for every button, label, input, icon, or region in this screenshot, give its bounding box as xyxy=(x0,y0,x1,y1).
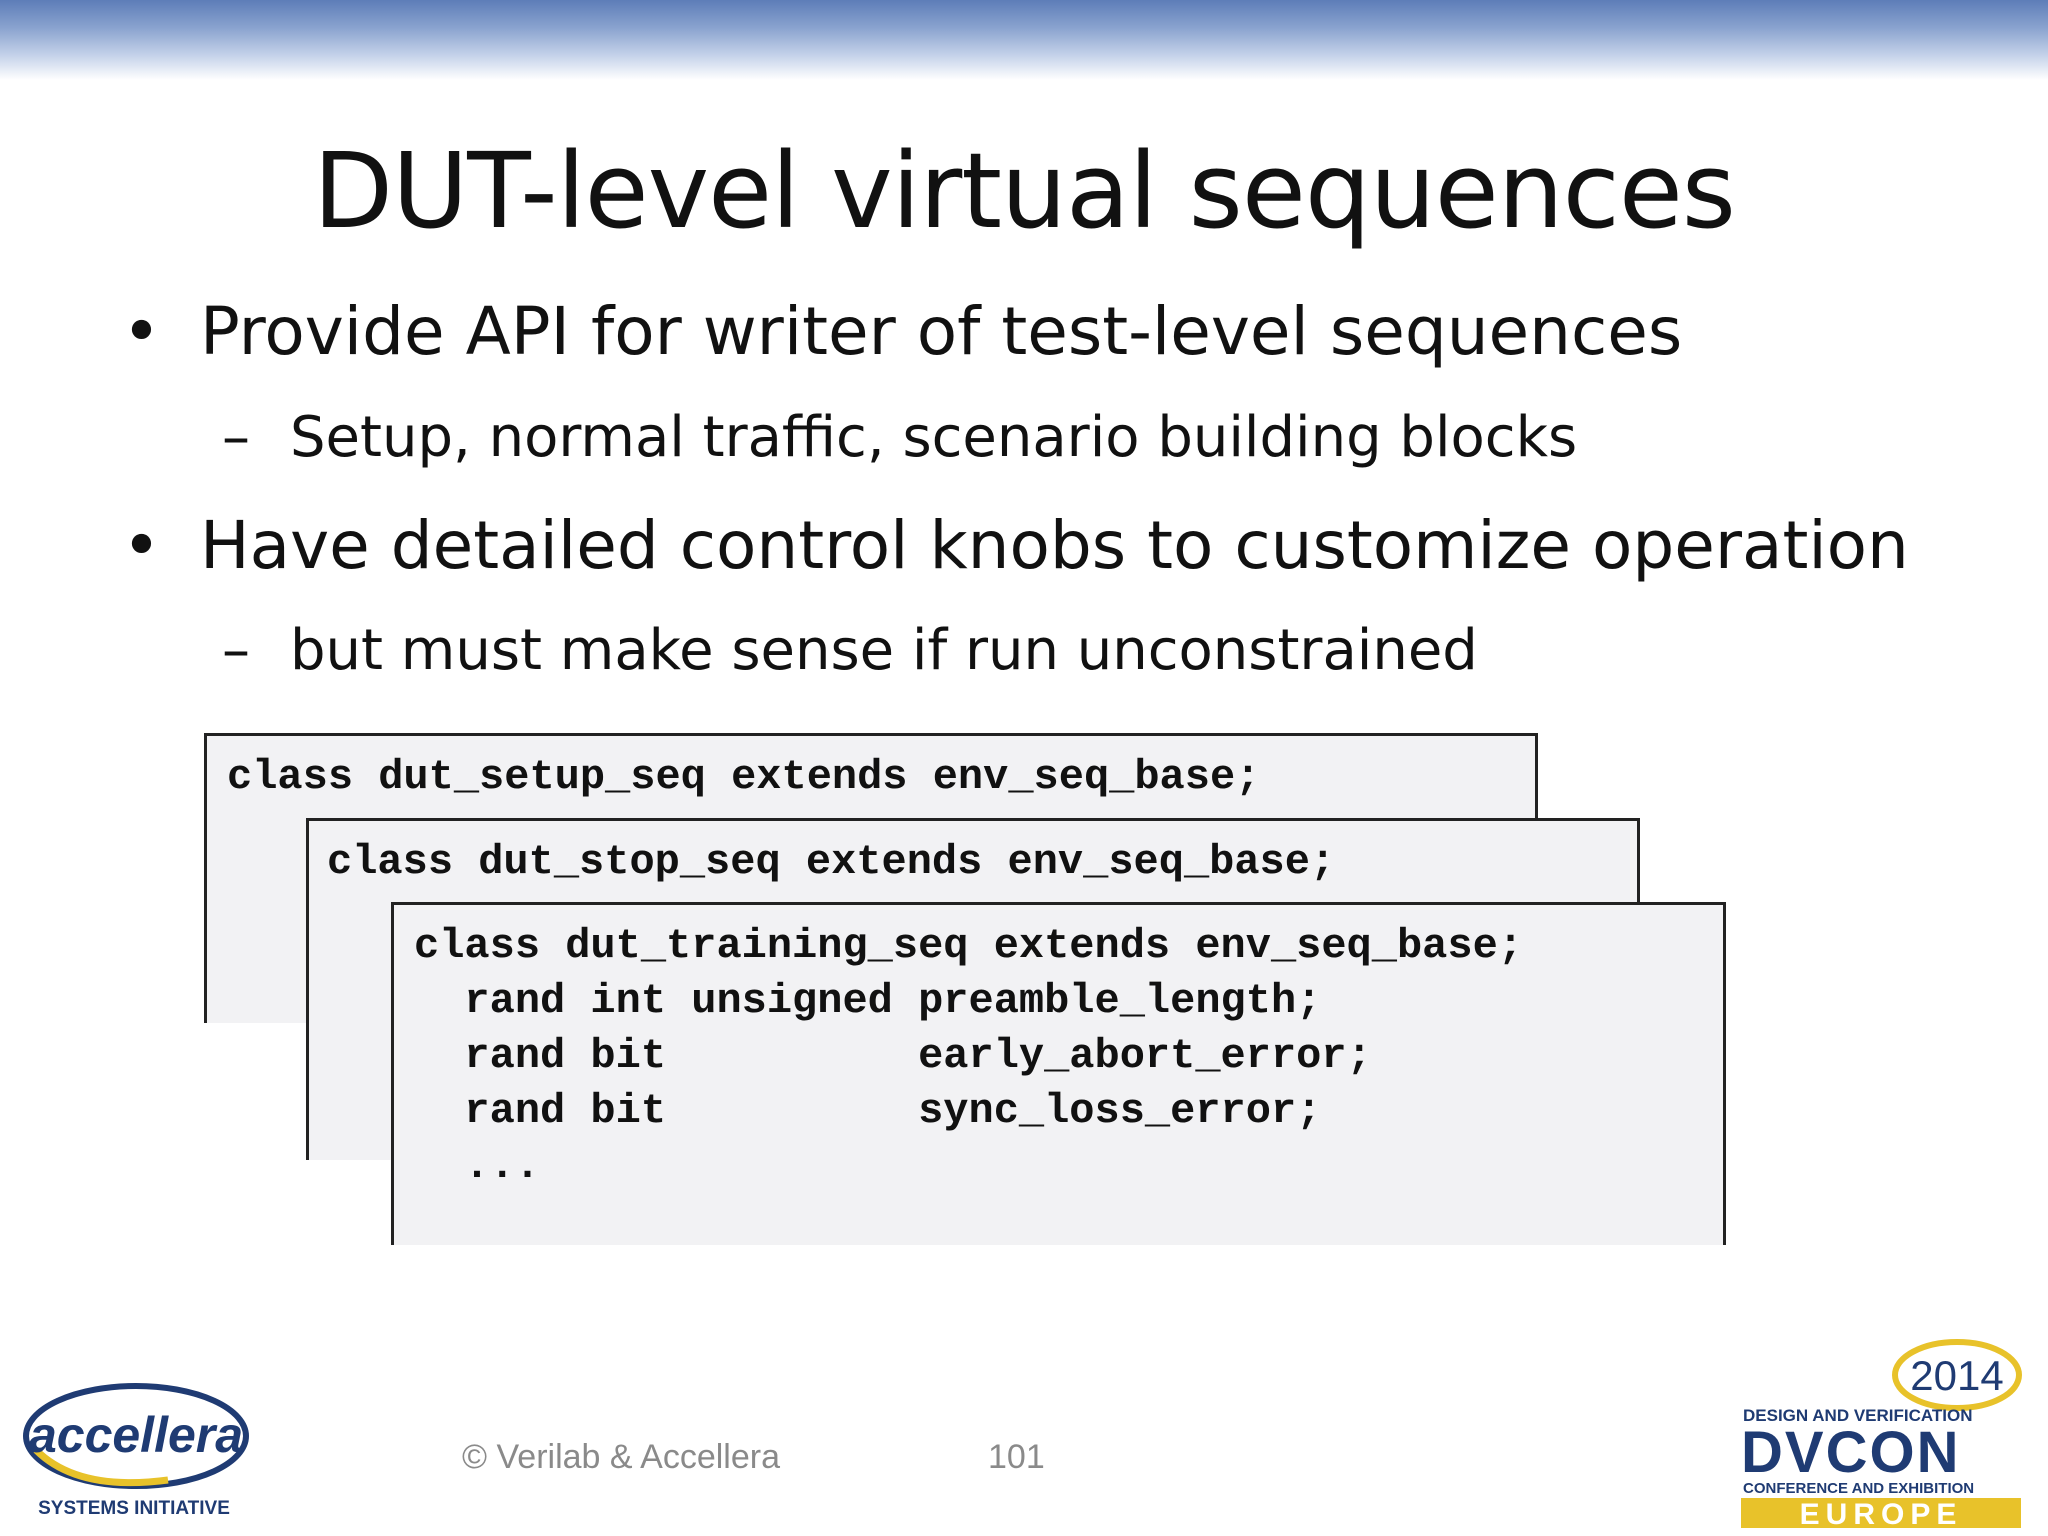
bullet-dot: • xyxy=(122,507,161,584)
bullet-2-text: Have detailed control knobs to customize… xyxy=(200,507,1909,584)
dvcon-logo-icon: 2014 DESIGN AND VERIFICATION DVCON CONFE… xyxy=(1741,1339,2022,1531)
code-line: rand bit early_abort_error; xyxy=(414,1032,1372,1080)
logo-line2: CONFERENCE AND EXHIBITION xyxy=(1743,1480,1974,1497)
bullet-2: • Have detailed control knobs to customi… xyxy=(122,507,1909,584)
logo-wordmark: accellera xyxy=(29,1407,243,1463)
logo-year: 2014 xyxy=(1910,1352,2003,1399)
code-box-training-seq: class dut_training_seq extends env_seq_b… xyxy=(391,902,1726,1245)
logo-line1: DESIGN AND VERIFICATION xyxy=(1743,1406,1973,1425)
code-line: rand bit sync_loss_error; xyxy=(414,1087,1322,1135)
code-line: class dut_setup_seq extends env_seq_base… xyxy=(227,753,1261,801)
page-number: 101 xyxy=(988,1438,1045,1476)
sub-bullet-2: – but must make sense if run unconstrain… xyxy=(222,618,1478,683)
copyright-text: © Verilab & Accellera xyxy=(462,1438,780,1476)
accellera-logo-icon: accellera SYSTEMS INITIATIVE xyxy=(23,1383,249,1519)
bullet-1-text: Provide API for writer of test-level seq… xyxy=(200,293,1683,370)
code-line: class dut_stop_seq extends env_seq_base; xyxy=(327,838,1336,886)
sub-bullet-2-text: but must make sense if run unconstrained xyxy=(290,618,1478,683)
code-line: class dut_training_seq extends env_seq_b… xyxy=(414,922,1523,970)
code-line: rand int unsigned preamble_length; xyxy=(414,977,1322,1025)
dash-glyph: – xyxy=(222,618,250,683)
dash-glyph: – xyxy=(222,405,250,470)
code-line: ... xyxy=(414,1142,541,1190)
header-gradient-bar xyxy=(0,0,2048,80)
bullet-1: • Provide API for writer of test-level s… xyxy=(122,293,1683,370)
dvcon-europe-logo: 2014 DESIGN AND VERIFICATION DVCON CONFE… xyxy=(1735,1330,2025,1531)
slide-title: DUT-level virtual sequences xyxy=(313,130,1736,252)
logo-region: EUROPE xyxy=(1800,1498,1963,1530)
logo-name: DVCON xyxy=(1741,1420,1960,1485)
accellera-logo: accellera SYSTEMS INITIATIVE xyxy=(18,1380,258,1520)
sub-bullet-1-text: Setup, normal traffic, scenario building… xyxy=(290,405,1578,470)
bullet-dot: • xyxy=(122,293,161,370)
logo-subtext: SYSTEMS INITIATIVE xyxy=(38,1498,230,1519)
sub-bullet-1: – Setup, normal traffic, scenario buildi… xyxy=(222,405,1578,470)
